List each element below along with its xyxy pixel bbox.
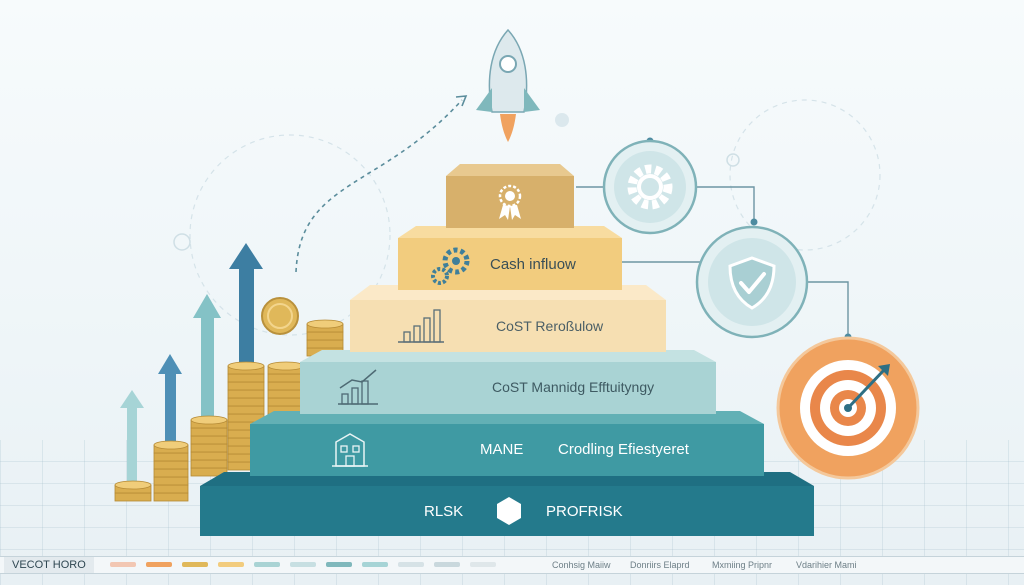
legend-swatch	[398, 562, 424, 567]
coin	[227, 373, 265, 383]
tier-6-label-left: RLSK	[424, 503, 464, 520]
legend-item: Vdarihier Mami	[796, 560, 857, 570]
tier-2-label: Cash influow	[490, 256, 576, 273]
pyramid-diagram	[114, 28, 920, 536]
coin-top	[227, 361, 265, 371]
coin	[227, 381, 265, 391]
coin	[227, 405, 265, 415]
bg-dot	[173, 233, 191, 251]
coin	[153, 468, 189, 478]
coin	[267, 389, 305, 399]
legend-swatch	[470, 562, 496, 567]
legend-swatch	[182, 562, 208, 567]
coin	[306, 339, 344, 349]
target-icon	[776, 336, 920, 480]
connector-line	[806, 281, 849, 336]
legend-swatch	[326, 562, 352, 567]
legend-item: Donriirs Elaprd	[630, 560, 690, 570]
coin	[190, 443, 228, 453]
legend-swatch	[434, 562, 460, 567]
legend-swatch	[290, 562, 316, 567]
tier-2	[398, 226, 622, 290]
coin	[267, 381, 305, 391]
coin	[190, 427, 228, 437]
gears-icon	[431, 247, 470, 285]
shield-check-icon	[695, 225, 809, 339]
legend-swatch	[254, 562, 280, 567]
gear-icon	[602, 139, 698, 235]
legend-item: Mxmiing Pripnr	[712, 560, 773, 570]
legend-swatch	[362, 562, 388, 567]
bg-dot	[555, 113, 569, 127]
coin	[153, 460, 189, 470]
legend-title: VECOT HORO	[4, 557, 94, 573]
tier-5-label-left: MANE	[480, 441, 524, 458]
coin	[267, 397, 305, 407]
coin	[190, 435, 228, 445]
legend-bar: VECOT HORO Conhsig Maiiw Donriirs Elaprd…	[0, 556, 1024, 574]
coin	[153, 492, 189, 502]
legend-item: Conhsig Maiiw	[552, 560, 611, 570]
building-icon	[332, 433, 368, 467]
award-ribbon-icon	[498, 184, 522, 220]
hexagon-icon	[497, 497, 521, 525]
coin	[153, 484, 189, 494]
coin-top	[306, 319, 344, 329]
tier-4	[300, 350, 716, 414]
coin-top	[153, 440, 189, 450]
coin-top	[267, 361, 305, 371]
connector-line	[696, 186, 755, 222]
coin	[190, 459, 228, 469]
tier-4-label: CoST Mannidg Efftuityngy	[492, 379, 655, 395]
trajectory-path	[295, 99, 463, 273]
coin	[227, 397, 265, 407]
coin-top	[190, 415, 228, 425]
bar-chart-icon	[338, 369, 378, 405]
coin	[227, 389, 265, 399]
coin	[190, 451, 228, 461]
legend-swatch	[146, 562, 172, 567]
connector-dot	[750, 218, 758, 226]
coin	[153, 452, 189, 462]
trajectory-arrowhead	[455, 95, 468, 107]
tier-3-label: CoST Reroßulow	[496, 318, 604, 334]
tier-3	[350, 285, 666, 352]
coin	[306, 331, 344, 341]
legend-swatch	[218, 562, 244, 567]
coin	[267, 373, 305, 383]
tier-5-label-right: Crodling Efiestyeret	[558, 441, 689, 458]
bar-chart-icon	[398, 309, 444, 343]
coin	[153, 476, 189, 486]
growth-arrow	[193, 294, 221, 440]
floating-coin	[261, 297, 299, 335]
growth-arrow	[120, 390, 144, 485]
bg-ring	[189, 134, 391, 336]
growth-arrow	[158, 354, 182, 472]
bg-ring	[729, 99, 881, 251]
legend-swatch	[110, 562, 136, 567]
bg-dot	[726, 153, 740, 167]
tier-1	[446, 164, 574, 228]
tier-5	[250, 411, 764, 476]
coin	[114, 492, 152, 502]
coin-top	[114, 480, 152, 490]
tier-6-label-right: PROFRISK	[546, 503, 623, 520]
growth-arrow	[229, 243, 263, 386]
rocket-icon	[476, 28, 540, 142]
